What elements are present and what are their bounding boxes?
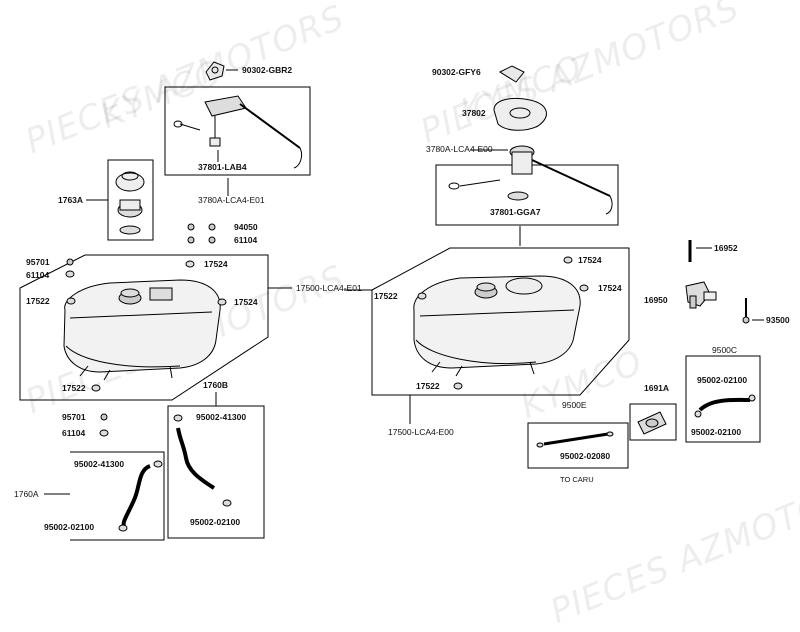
pump-nut-icon [205,61,225,81]
pump-seal-plate-icon [493,97,547,131]
part-label: 17522 [26,296,50,306]
part-label: 95002-41300 [196,412,247,422]
clamp-icon [222,499,232,507]
fuel-cap-icon [115,171,145,235]
washer-icon [65,270,75,278]
grommet-icon [417,292,427,300]
clamp-icon [606,431,614,437]
hose-1760b-box [167,405,265,539]
fuel-pump-unit-icon [448,145,613,215]
part-label: 93500 [766,315,790,325]
part-label: 95002-02080 [560,451,611,461]
part-label: 61104 [62,428,86,438]
part-label: 61104 [26,270,50,280]
grommet-icon [217,298,227,306]
part-label: 16950 [644,295,668,305]
part-label: 1763A [58,195,84,205]
part-label: 17522 [416,381,440,391]
bolt-icon [66,258,74,266]
part-label: 3780A-LCA4-E01 [198,195,265,205]
part-label: 17524 [204,259,228,269]
grommet-icon [185,260,195,268]
bolt-icon [187,236,195,244]
part-label: 1760A [14,489,39,499]
part-label: 17500-LCA4-E01 [296,283,362,293]
part-label: 61104 [234,235,258,245]
tank-e01-box [19,254,269,401]
part-label: 94050 [234,222,258,232]
pump-nut-icon [498,65,525,83]
washer-icon [99,429,109,437]
part-label: 37801-GGA7 [490,207,541,217]
part-label: 95701 [26,257,50,267]
part-label: 37802 [462,108,486,118]
part-label: 17524 [234,297,258,307]
part-label: 95002-02100 [697,375,748,385]
clamp-icon [694,410,702,418]
screw-icon [742,298,750,324]
part-label: 90302-GFY6 [432,67,481,77]
hose-9500c-box [685,355,761,443]
grommet-icon [91,384,101,392]
bolt-icon [208,223,216,231]
clamp-icon [536,442,544,448]
grommet-icon [579,284,589,292]
part-label: 95701 [62,412,86,422]
hose-1760a-box [70,451,165,541]
fuel-hose-icon [543,432,609,446]
part-label: 17500-LCA4-E00 [388,427,454,437]
part-label: 95002-41300 [74,459,125,469]
part-label: 9500E [562,400,587,410]
clamp-icon [748,394,756,402]
part-label: 17524 [598,283,622,293]
fuel-valve-icon [685,281,717,309]
pump-e01-box [164,86,311,176]
part-label: 95002-02100 [691,427,742,437]
fuel-hose-icon [176,427,216,490]
hose-9500e-box [527,422,629,469]
part-label: 17524 [578,255,602,265]
fuel-pump-unit-icon [173,95,303,169]
part-label: 16952 [714,243,738,253]
parts-diagram: PIECES AZMOTORS KYMCO PIECES AZMOTORS KY… [14,0,800,632]
fuel-tank-e00-icon [413,275,581,377]
grommet-icon [66,297,76,305]
bolt-icon [100,413,108,421]
filter-box [629,403,677,441]
part-label: 95002-02100 [44,522,95,532]
destination-note: TO CARU [560,475,594,484]
clamp-icon [153,460,163,468]
part-label: 37801-LAB4 [198,162,247,172]
fuel-hose-icon [698,397,751,412]
tank-e00-box [371,247,630,396]
part-label: 17522 [62,383,86,393]
part-label: 17522 [374,291,398,301]
fuel-filter-icon [637,411,667,435]
clamp-icon [173,414,183,422]
bolt-icon [208,236,216,244]
clamp-icon [118,524,128,532]
bolt-icon [187,223,195,231]
fuel-tank-e01-icon [63,279,221,381]
grommet-icon [563,256,573,264]
part-label: 90302-GBR2 [242,65,293,75]
diagram-drawing [19,61,764,541]
part-label: 9500C [712,345,738,355]
part-label: 3780A-LCA4-E00 [426,144,493,154]
part-label: 1760B [203,380,229,390]
fuel-hose-icon [121,464,151,527]
part-label: 95002-02100 [190,517,241,527]
part-label: 1691A [644,383,670,393]
grommet-icon [453,382,463,390]
